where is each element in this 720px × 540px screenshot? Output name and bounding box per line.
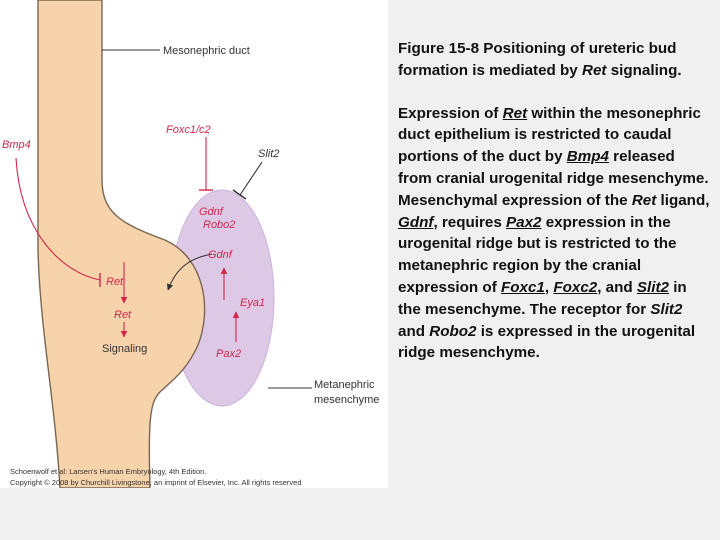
desc-text: Expression of	[398, 104, 503, 122]
figure-title: Figure 15-8 Positioning of ureteric bud …	[398, 38, 710, 82]
desc-gene: Slit2	[636, 278, 669, 296]
gdnf-to-ret-arrow	[166, 253, 213, 291]
ret-lower-label: Ret	[114, 309, 132, 321]
slit2-label: Slit2	[258, 148, 279, 160]
desc-text: , requires	[433, 213, 507, 231]
desc-text: is expressed in the urogenital ridge mes…	[398, 322, 696, 362]
bmp4-inhibition-line	[15, 157, 101, 281]
mesonephric-duct-label: Mesonephric duct	[163, 45, 250, 57]
desc-gene: Ret	[631, 191, 657, 209]
title-ret: Ret	[581, 61, 607, 79]
desc-text: ,	[544, 278, 554, 296]
desc-gene: Ret	[502, 104, 528, 122]
bmp4-label: Bmp4	[2, 139, 31, 151]
figure-panel: Mesonephric duct Metanephric mesenchyme …	[0, 0, 388, 488]
diagram-svg: Mesonephric duct Metanephric mesenchyme …	[2, 0, 379, 488]
desc-text: and	[398, 322, 430, 340]
figure-description: Expression of Ret within the mesonephric…	[398, 103, 710, 365]
desc-text: , and	[597, 278, 637, 296]
desc-text: released from cranial urogenital ridge m…	[398, 148, 709, 209]
desc-gene: Robo2	[429, 322, 477, 340]
desc-gene: Pax2	[506, 213, 542, 231]
credit-line-2: Copyright © 2008 by Churchill Livingston…	[10, 478, 302, 487]
eya1-label: Eya1	[240, 297, 265, 309]
desc-text: in the mesenchyme. The receptor for	[398, 278, 687, 318]
ret-upper-label: Ret	[106, 276, 124, 288]
desc-gene: Slit2	[650, 300, 683, 318]
title-text-2: signaling.	[606, 61, 682, 79]
pax2-label: Pax2	[216, 348, 241, 360]
desc-text: ligand,	[656, 191, 710, 209]
mesonephric-duct-shape	[37, 0, 206, 488]
desc-text: within the mesonephric duct epithelium i…	[398, 104, 701, 166]
desc-gene: Gdnf	[398, 213, 434, 231]
caption-text: Figure 15-8 Positioning of ureteric bud …	[398, 38, 710, 364]
signaling-label: Signaling	[102, 343, 147, 355]
title-text-1: Figure 15-8 Positioning of ureteric bud …	[398, 40, 677, 79]
desc-text: expression in the urogenital ridge but i…	[398, 213, 677, 296]
desc-gene: Foxc2	[553, 278, 598, 296]
desc-gene: Bmp4	[566, 148, 609, 166]
slit2-inhibition-line	[239, 161, 263, 196]
slit2-inhibition-bar	[232, 189, 247, 200]
foxc-label: Foxc1/c2	[166, 124, 211, 136]
robo2-label: Robo2	[203, 219, 235, 231]
gdnf-top-label: Gdnf	[199, 206, 224, 218]
metanephric-label-line2: mesenchyme	[314, 394, 379, 406]
gdnf-mid-label: Gdnf	[208, 249, 233, 261]
desc-gene: Foxc1	[500, 278, 545, 296]
credit-line-1: Schoenwolf et al: Larsen's Human Embryol…	[10, 467, 206, 476]
metanephric-label-line1: Metanephric	[314, 379, 375, 391]
